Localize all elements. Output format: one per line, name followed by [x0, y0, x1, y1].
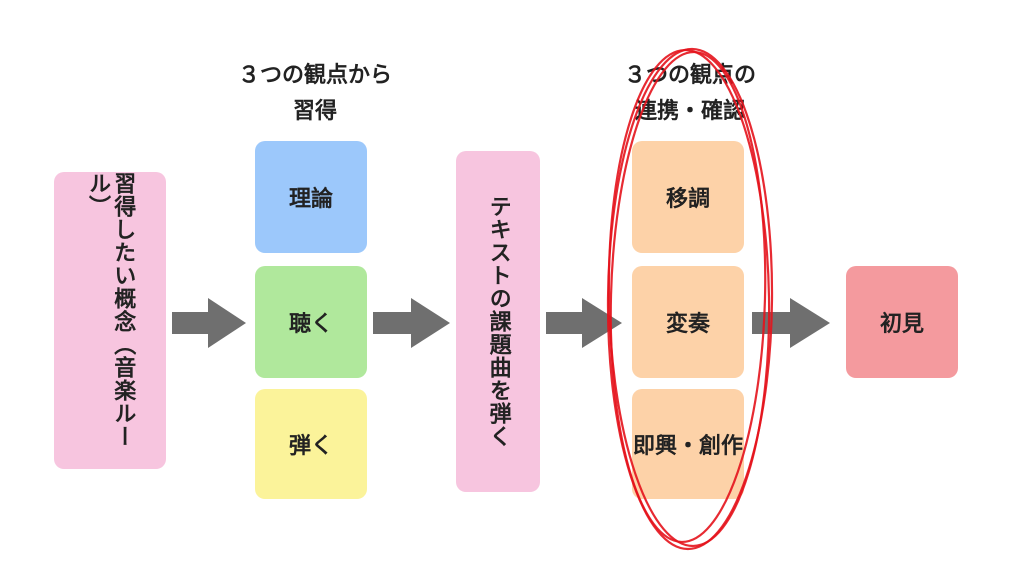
link-box-transpose: 移調 [632, 141, 744, 253]
heading-three-perspectives-link: ３つの観点の 連携・確認 [575, 58, 805, 130]
arrow-right-icon [172, 298, 246, 348]
arrow-right-icon [752, 298, 830, 348]
heading-line: ３つの観点から [237, 63, 392, 88]
heading-line: 習得 [292, 99, 337, 124]
arrow-right-icon [373, 298, 450, 348]
link-box-improv: 即興・創作 [632, 389, 744, 499]
result-label: 初見 [879, 312, 924, 337]
method-label: 理論 [288, 187, 333, 212]
method-box-listen: 聴く [255, 266, 367, 378]
heading-line: ３つの観点の [623, 63, 756, 88]
concept-label: 習得したい概念（音楽ルール） [85, 172, 136, 448]
link-box-variation: 変奏 [632, 266, 744, 378]
result-box: 初見 [846, 266, 958, 378]
method-label: 聴く [288, 312, 333, 337]
concept-box: 習得したい概念（音楽ルール） [54, 172, 166, 469]
heading-three-perspectives-learn: ３つの観点から 習得 [200, 58, 430, 130]
link-label: 変奏 [665, 312, 710, 337]
arrow-right-icon [546, 298, 622, 348]
piece-label: テキストの課題曲を弾く [485, 195, 511, 448]
link-label: 即興・創作 [632, 434, 743, 459]
method-box-play: 弾く [255, 389, 367, 499]
method-box-theory: 理論 [255, 141, 367, 253]
method-label: 弾く [288, 434, 333, 459]
heading-line: 連携・確認 [634, 99, 745, 124]
link-label: 移調 [665, 187, 710, 212]
piece-box: テキストの課題曲を弾く [456, 151, 540, 492]
